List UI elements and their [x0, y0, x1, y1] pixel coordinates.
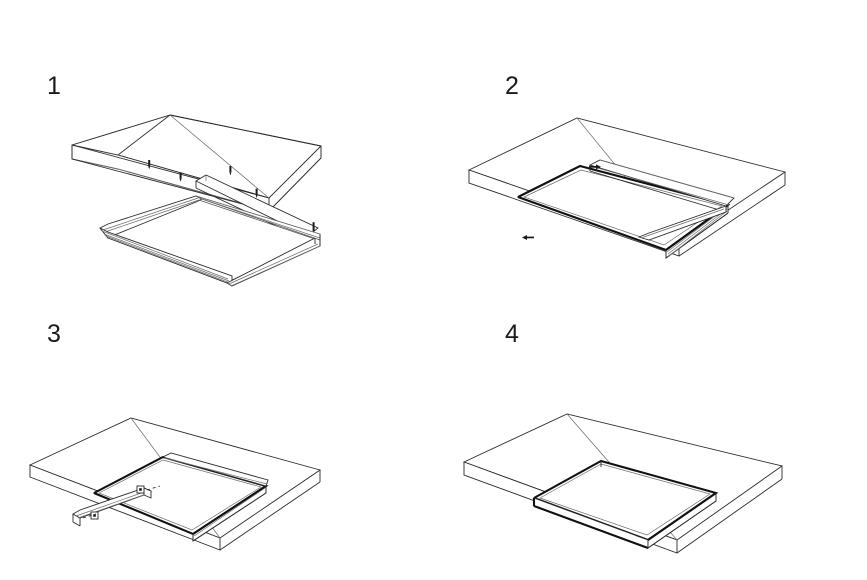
arrow-lower	[522, 235, 534, 240]
screw-4	[255, 188, 258, 198]
step-panel-4: 4	[434, 290, 867, 580]
screw-1	[148, 160, 151, 170]
step-number-2: 2	[505, 72, 519, 100]
panel-frame	[92, 452, 269, 542]
clip-bracket-lower	[90, 511, 99, 520]
arrow-upper	[589, 164, 601, 170]
mounting-screws	[148, 160, 258, 198]
clip-bracket-upper	[136, 485, 145, 494]
step-3-illustration	[0, 290, 433, 580]
strap-end-screw	[312, 222, 315, 232]
installed-panel	[532, 459, 719, 549]
direction-arrows	[522, 164, 601, 240]
screw-3	[229, 166, 232, 176]
screw-2	[179, 172, 182, 182]
alignment-guides	[82, 485, 161, 519]
step-1-illustration	[0, 0, 433, 290]
side-rail	[72, 487, 153, 527]
panel-frame	[99, 195, 321, 287]
step-number-1: 1	[47, 72, 61, 100]
step-panel-1: 1	[0, 0, 433, 290]
step-2-illustration	[434, 0, 867, 290]
step-4-illustration	[434, 290, 867, 580]
step-number-3: 3	[47, 320, 61, 348]
step-number-4: 4	[505, 320, 519, 348]
side-rail	[588, 159, 735, 241]
step-panel-3: 3	[0, 290, 433, 580]
step-panel-2: 2	[434, 0, 867, 290]
